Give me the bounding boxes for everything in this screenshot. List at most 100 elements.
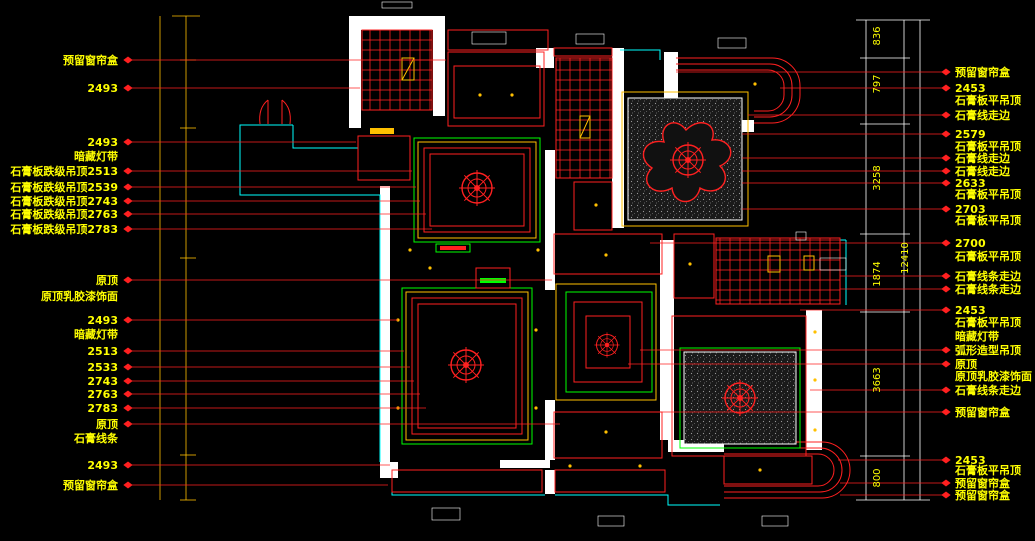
right-label-23: 预留窗帘盒 [955, 405, 1011, 419]
right-leader-marker-15 [941, 285, 951, 293]
dining-step-ceiling [413, 137, 541, 243]
left-leader-marker-20 [123, 461, 133, 469]
left-label-12: 暗藏灯带 [74, 327, 118, 341]
right-label-20: 原顶 [955, 358, 977, 371]
right-label-1: 2453 [955, 82, 986, 95]
left-label-0: 预留窗帘盒 [63, 53, 119, 67]
left-leader-marker-0 [123, 56, 133, 64]
living-step-ceiling [401, 287, 533, 445]
right-label-18: 暗藏灯带 [955, 329, 999, 343]
right-leader-marker-26 [941, 479, 951, 487]
left-label-6: 石膏板跌级吊顶2743 [9, 194, 118, 208]
right-label-4: 2579 [955, 128, 986, 141]
left-label-9: 原顶 [96, 274, 118, 287]
right-leader-lines [560, 68, 951, 499]
right-leader-marker-23 [941, 408, 951, 416]
left-leader-marker-16 [123, 390, 133, 398]
right-label-26: 预留窗帘盒 [955, 476, 1011, 490]
right-label-16: 2453 [955, 304, 986, 317]
tiled-areas [361, 29, 841, 305]
left-leader-marker-21 [123, 481, 133, 489]
right-leader-marker-12 [941, 239, 951, 247]
right-label-3: 石膏线走边 [954, 108, 1011, 122]
right-label-15: 石膏线条走边 [954, 282, 1022, 296]
ceiling-zones [357, 29, 813, 493]
right-label-8: 2633 [955, 177, 986, 190]
left-leader-marker-2 [123, 138, 133, 146]
left-label-4: 石膏板跌级吊顶2513 [9, 164, 118, 178]
left-leader-marker-7 [123, 210, 133, 218]
right-label-25: 石膏板平吊顶 [954, 463, 1021, 477]
right-label-21: 原顶乳胶漆饰面 [955, 369, 1032, 383]
right-leader-marker-6 [941, 154, 951, 162]
left-label-17: 2783 [87, 402, 118, 415]
dimension-value-0: 836 [872, 26, 883, 45]
right-label-5: 石膏板平吊顶 [954, 139, 1021, 153]
right-label-10: 2703 [955, 203, 986, 216]
left-leader-lines [123, 56, 560, 489]
light-strip-marks [370, 128, 511, 289]
right-label-11: 石膏板平吊顶 [954, 213, 1021, 227]
left-callout-labels: 预留窗帘盒24932493暗藏灯带石膏板跌级吊顶2513石膏板跌级吊顶2539石… [9, 53, 119, 492]
door-swings [259, 99, 291, 125]
right-label-13: 石膏板平吊顶 [954, 249, 1021, 263]
light-fixtures [396, 82, 817, 472]
right-dimension-lines [856, 19, 930, 501]
left-leader-marker-5 [123, 183, 133, 191]
left-leader-marker-11 [123, 316, 133, 324]
left-label-13: 2513 [87, 345, 118, 358]
bay-window-bottom [724, 441, 851, 499]
right-label-0: 预留窗帘盒 [955, 65, 1011, 79]
left-label-19: 石膏线条 [73, 431, 119, 445]
left-leader-marker-8 [123, 225, 133, 233]
right-leader-marker-1 [941, 84, 951, 92]
right-label-6: 石膏线走边 [954, 151, 1011, 165]
right-label-7: 石膏线走边 [954, 164, 1011, 178]
right-label-2: 石膏板平吊顶 [954, 93, 1021, 107]
left-leader-marker-14 [123, 363, 133, 371]
left-leader-marker-15 [123, 377, 133, 385]
left-label-7: 石膏板跌级吊顶2763 [9, 207, 118, 221]
right-leader-marker-19 [941, 346, 951, 354]
right-label-22: 石膏线条走边 [954, 383, 1022, 397]
left-leader-marker-18 [123, 420, 133, 428]
dimension-value-5: 3663 [872, 367, 883, 392]
left-leader-marker-4 [123, 167, 133, 175]
right-leader-marker-8 [941, 179, 951, 187]
left-label-18: 原顶 [96, 418, 118, 431]
left-leader-marker-1 [123, 84, 133, 92]
right-label-27: 预留窗帘盒 [955, 488, 1011, 502]
right-leader-marker-20 [941, 360, 951, 368]
left-leader-marker-17 [123, 404, 133, 412]
left-label-10: 原顶乳胶漆饰面 [41, 289, 118, 303]
right-label-24: 2453 [955, 454, 986, 467]
left-dimension-line [159, 15, 200, 501]
left-label-8: 石膏板跌级吊顶2783 [9, 222, 118, 236]
right-leader-marker-3 [941, 111, 951, 119]
bay-window-top [676, 57, 801, 124]
right-leader-marker-22 [941, 386, 951, 394]
left-leader-marker-6 [123, 197, 133, 205]
right-leader-marker-0 [941, 68, 951, 76]
left-leader-marker-9 [123, 276, 133, 284]
master-bed-ceiling [621, 91, 749, 227]
right-label-19: 弧形造型吊顶 [955, 343, 1021, 357]
right-leader-marker-27 [941, 491, 951, 499]
dimension-value-3: 1874 [872, 261, 883, 286]
left-label-2: 2493 [87, 136, 118, 149]
left-label-21: 预留窗帘盒 [63, 478, 119, 492]
right-label-9: 石膏板平吊顶 [954, 187, 1021, 201]
left-label-14: 2533 [87, 361, 118, 374]
bedroom-step-ceiling [555, 283, 657, 401]
right-leader-marker-4 [941, 130, 951, 138]
right-callout-labels: 预留窗帘盒2453石膏板平吊顶石膏线走边2579石膏板平吊顶石膏线走边石膏线走边… [954, 65, 1032, 502]
dimension-value-6: 800 [872, 468, 883, 487]
section-tags [381, 1, 847, 527]
study-ceiling [671, 315, 807, 457]
left-label-11: 2493 [87, 314, 118, 327]
right-leader-marker-16 [941, 306, 951, 314]
left-leader-marker-13 [123, 347, 133, 355]
left-label-5: 石膏板跌级吊顶2539 [9, 180, 118, 194]
